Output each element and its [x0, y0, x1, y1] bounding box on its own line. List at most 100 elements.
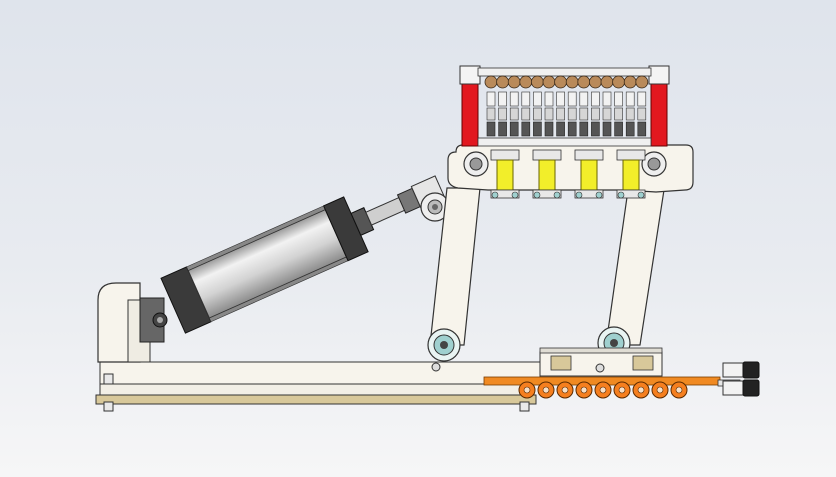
bottom-roller-hub: [656, 386, 664, 394]
top-roller-body: [591, 107, 600, 121]
slide-pad-left: [550, 355, 572, 371]
top-roller-sleeve: [637, 91, 647, 107]
bottom-roller-hub: [675, 386, 683, 394]
bottom-rollers: [518, 381, 688, 399]
top-roller-body: [556, 107, 565, 121]
head-pivot-left-core: [469, 157, 483, 171]
top-roller-base: [509, 121, 519, 137]
rod-eye-core: [432, 204, 438, 210]
top-roller-sleeve: [625, 91, 635, 107]
bottom-roller-hub: [580, 386, 588, 394]
rack-top-bar: [477, 67, 652, 77]
top-roller-cap: [635, 75, 649, 89]
clevis-pin-core: [157, 317, 163, 323]
top-roller-body: [486, 107, 496, 121]
top-roller-body: [567, 107, 577, 121]
top-roller-body: [625, 107, 635, 121]
top-roller-body: [614, 107, 623, 121]
nozzle-top-body: [722, 362, 746, 378]
base-beam-lower: [99, 383, 531, 396]
yellow-block: [580, 159, 598, 191]
yellow-block-foot: [616, 189, 646, 199]
top-roller-base: [521, 121, 531, 137]
rear-mount-bracket: [97, 282, 168, 363]
slide-pad-right: [632, 355, 654, 371]
top-roller-cap: [600, 75, 614, 89]
nozzle-top-tip: [742, 361, 760, 379]
top-roller-sleeve: [567, 91, 577, 107]
top-roller-cap: [484, 75, 498, 89]
rod-end-eye: [420, 192, 450, 222]
wood-plate: [95, 394, 537, 405]
yellow-block-screw: [553, 191, 561, 199]
top-roller-cap: [623, 75, 637, 89]
top-roller-sleeve: [498, 91, 507, 107]
top-roller-cap: [496, 75, 510, 89]
nozzles: [722, 361, 760, 397]
yellow-blocks: [490, 149, 646, 199]
pneumatic-cylinder: [160, 175, 446, 334]
yellow-block-screw: [575, 191, 583, 199]
top-roller-base: [486, 121, 496, 137]
top-roller-sleeve: [533, 91, 542, 107]
top-roller-body: [498, 107, 507, 121]
top-roller-cap: [531, 75, 544, 89]
base-plate: [95, 361, 541, 412]
bottom-roller-hub: [599, 386, 607, 394]
top-roller-body: [637, 107, 647, 121]
top-roller-cap: [565, 75, 579, 89]
red-post-left: [461, 81, 479, 147]
top-roller-body: [544, 107, 554, 121]
head-frame: [447, 144, 694, 199]
top-roller-base: [556, 121, 565, 137]
top-roller-body: [602, 107, 612, 121]
yellow-block-foot: [490, 189, 520, 199]
top-roller-sleeve: [544, 91, 554, 107]
parallel-links: [427, 187, 665, 362]
top-roller-sleeve: [486, 91, 496, 107]
red-post-right: [650, 81, 668, 147]
top-roller-sleeve: [521, 91, 531, 107]
top-roller-base: [625, 121, 635, 137]
bolt-left-bottom: [103, 401, 114, 412]
slide-rail: [539, 347, 663, 354]
top-roller-sleeve: [591, 91, 600, 107]
pivot-left-bottom-core: [440, 341, 448, 349]
yellow-block-clamp: [490, 149, 520, 161]
nozzle-bottom-body: [722, 380, 746, 396]
yellow-block-foot: [574, 189, 604, 199]
yellow-block: [496, 159, 514, 191]
top-roller-cap: [612, 75, 625, 89]
nozzle-bottom-tip: [742, 379, 760, 397]
top-roller-cap: [554, 75, 567, 89]
rack-bottom-bar: [477, 137, 652, 147]
top-roller-base: [579, 121, 589, 137]
yellow-block-clamp: [532, 149, 562, 161]
yellow-block-screw: [595, 191, 603, 199]
slide-screw: [595, 363, 605, 373]
top-rollers: [484, 75, 649, 137]
red-post-right-cap: [648, 65, 670, 85]
red-post-left-cap: [459, 65, 481, 85]
top-roller-sleeve: [556, 91, 565, 107]
bottom-roller-hub: [523, 386, 531, 394]
top-roller-body: [521, 107, 531, 121]
base-bolt-mid: [431, 362, 441, 372]
top-roller-base: [637, 121, 647, 137]
top-roller-body: [533, 107, 542, 121]
yellow-block-screw: [533, 191, 541, 199]
top-roller-cap: [589, 75, 602, 89]
top-roller-cap: [507, 75, 521, 89]
top-roller-sleeve: [602, 91, 612, 107]
top-roller-base: [533, 121, 542, 137]
top-roller-sleeve: [614, 91, 623, 107]
pivot-right-bottom-core: [610, 339, 618, 347]
bottom-slide-block: [539, 347, 663, 377]
cylinder-barrel: [187, 208, 348, 319]
yellow-block-screw: [491, 191, 499, 199]
top-roller-sleeve: [579, 91, 589, 107]
top-roller-base: [591, 121, 600, 137]
bolt-right-bottom: [519, 401, 530, 412]
